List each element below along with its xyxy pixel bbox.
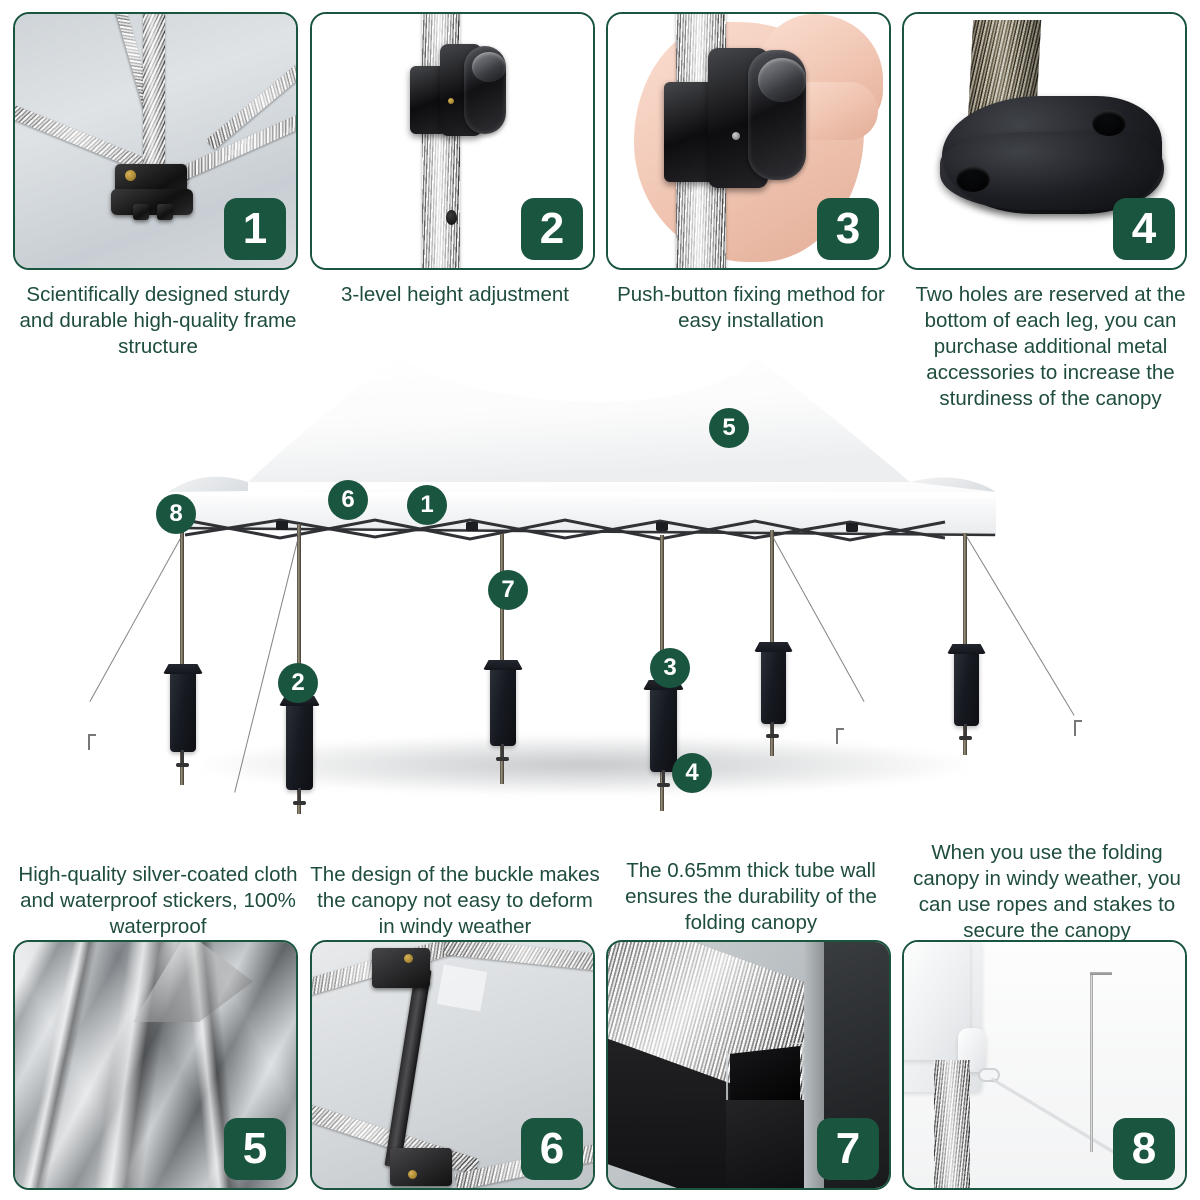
bottom-panel-6: 6 xyxy=(310,940,595,1190)
panel-badge-1: 1 xyxy=(224,198,286,260)
canopy-callout-6[interactable]: 6 xyxy=(328,480,368,520)
canopy-callout-2[interactable]: 2 xyxy=(278,663,318,703)
panel-badge-5: 5 xyxy=(224,1118,286,1180)
panel-badge-7: 7 xyxy=(817,1118,879,1180)
top-caption-4: Two holes are reserved at the bottom of … xyxy=(915,283,1186,410)
canopy-illustration xyxy=(0,330,1200,850)
canopy-roof-and-frame xyxy=(168,358,996,542)
canopy-callout-5[interactable]: 5 xyxy=(709,408,749,448)
guy-stake-left xyxy=(88,734,94,750)
top-caption-2: 3-level height adjustment xyxy=(341,283,569,306)
panel-badge-2: 2 xyxy=(521,198,583,260)
canopy-frame-joint-photo xyxy=(15,14,296,268)
panel-badge-3: 3 xyxy=(817,198,879,260)
top-panel-4: 4 xyxy=(902,12,1187,270)
canopy-callout-7[interactable]: 7 xyxy=(488,570,528,610)
top-panel-1: 1 xyxy=(13,12,298,270)
top-caption-1: Scientifically designed sturdy and durab… xyxy=(19,283,297,358)
canopy-callout-1[interactable]: 1 xyxy=(407,485,447,525)
guy-stake-right xyxy=(836,728,842,744)
panel-badge-8: 8 xyxy=(1113,1118,1175,1180)
canopy-sandbag-6 xyxy=(954,650,979,726)
bottom-caption-7: The 0.65mm thick tube wall ensures the d… xyxy=(625,859,877,934)
canopy-callout-8[interactable]: 8 xyxy=(156,494,196,534)
bottom-caption-8: When you use the folding canopy in windy… xyxy=(913,841,1181,942)
bottom-panel-7: 7 xyxy=(606,940,891,1190)
top-panel-2: 2 xyxy=(310,12,595,270)
canopy-leg-1 xyxy=(180,530,184,785)
canopy-sandbag-5 xyxy=(761,648,786,724)
canopy-sandbag-3 xyxy=(490,666,516,746)
top-caption-3: Push-button fixing method for easy insta… xyxy=(617,283,885,332)
top-panel-3: 3 xyxy=(606,12,891,270)
canopy-sandbag-2 xyxy=(286,702,313,790)
rope-and-stake-photo xyxy=(904,942,1185,1188)
guy-stake-right-2 xyxy=(1074,720,1080,736)
bottom-panel-5: 5 xyxy=(13,940,298,1190)
canopy-callout-4[interactable]: 4 xyxy=(672,753,712,793)
canopy-sandbag-4 xyxy=(650,686,677,772)
canopy-sandbag-1 xyxy=(170,670,196,752)
canopy-callout-3[interactable]: 3 xyxy=(650,648,690,688)
bottom-caption-6: The design of the buckle makes the canop… xyxy=(310,863,600,938)
panel-badge-4: 4 xyxy=(1113,198,1175,260)
bottom-panel-8: 8 xyxy=(902,940,1187,1190)
canopy-leg-3 xyxy=(500,534,504,784)
canopy-ground-shadow xyxy=(200,735,970,795)
bottom-caption-5: High-quality silver-coated cloth and wat… xyxy=(18,863,298,938)
panel-badge-6: 6 xyxy=(521,1118,583,1180)
height-adjustment-pole-photo xyxy=(312,14,593,268)
